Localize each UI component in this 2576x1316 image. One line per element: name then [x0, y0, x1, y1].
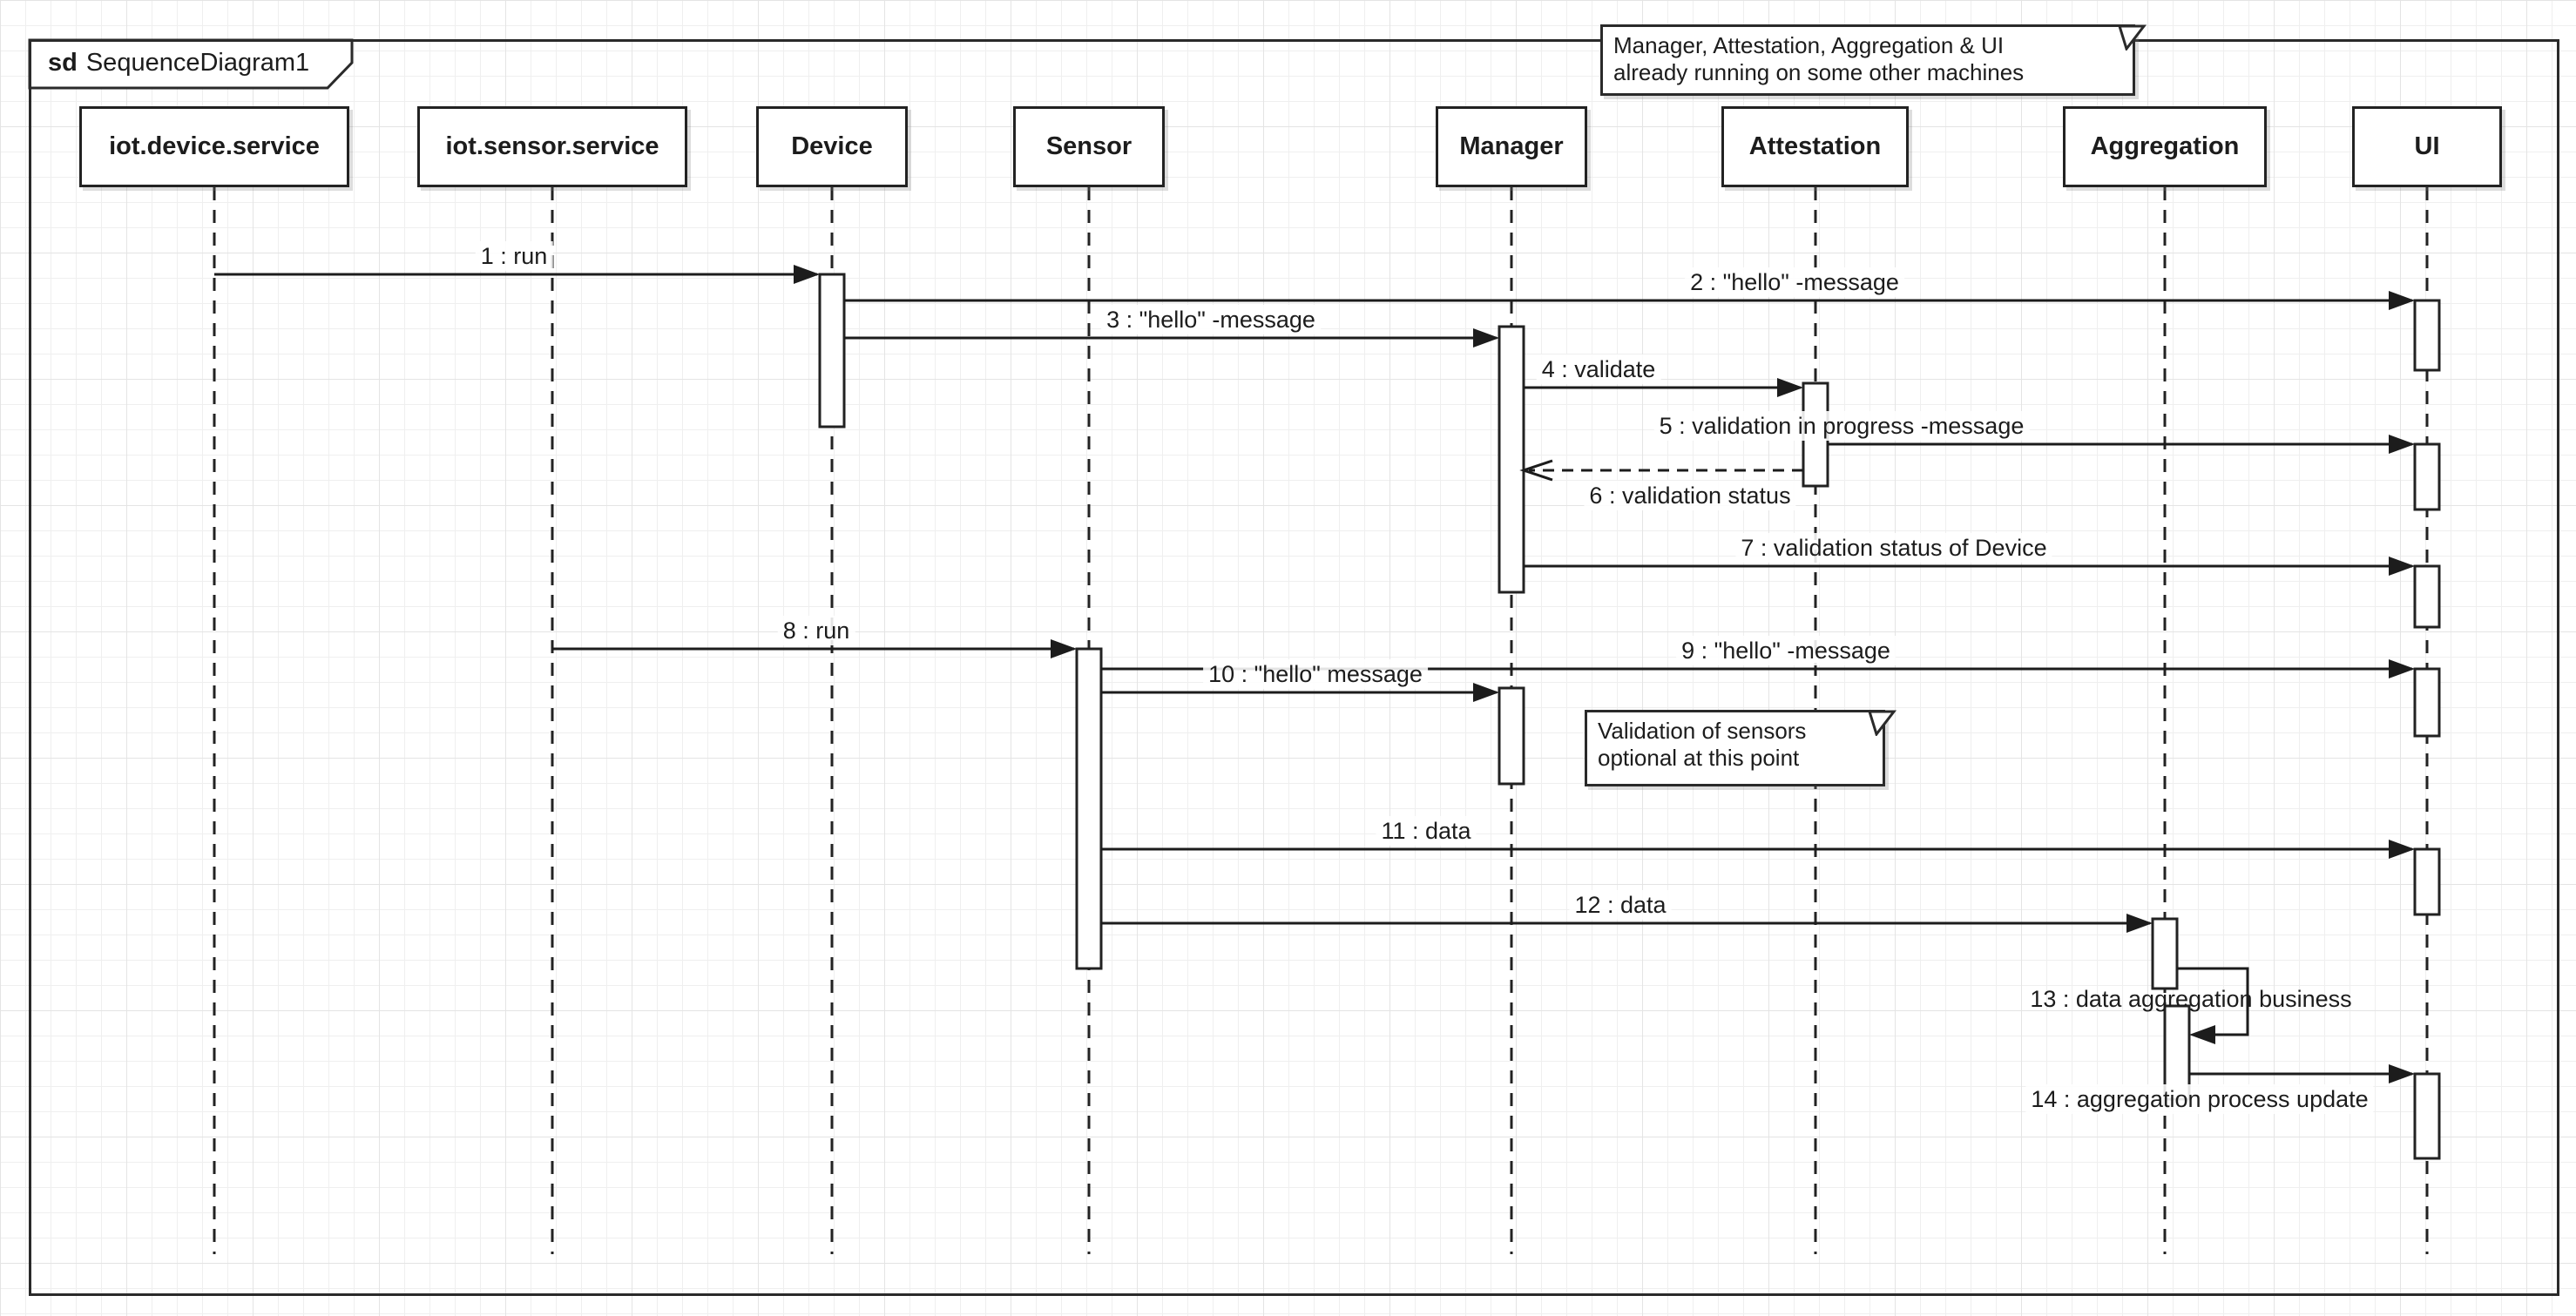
activation-bar-sensor — [1075, 647, 1103, 970]
diagram-frame — [29, 39, 2559, 1296]
message-label-12: 12 : data — [1569, 890, 1672, 920]
message-label-11: 11 : data — [1376, 816, 1477, 846]
message-label-6: 6 : validation status — [1584, 481, 1796, 510]
message-label-10: 10 : "hello" message — [1203, 659, 1428, 689]
arrowhead-icon-10 — [1473, 683, 1499, 702]
participant-manager: Manager — [1436, 106, 1587, 187]
participant-iot-device-service: iot.device.service — [79, 106, 349, 187]
message-label-8: 8 : run — [777, 616, 855, 645]
message-label-2: 2 : "hello" -message — [1685, 267, 1904, 297]
activation-bar-device — [818, 273, 846, 429]
participant-aggregation: Aggregation — [2063, 106, 2267, 187]
participant-sensor: Sensor — [1013, 106, 1165, 187]
participant-ui: UI — [2352, 106, 2502, 187]
activation-bar-aggregation-2 — [2163, 1004, 2191, 1101]
activation-bar-ui-3 — [2413, 564, 2441, 629]
arrowhead-icon-12 — [2126, 914, 2153, 933]
note-line: optional at this point — [1598, 745, 1800, 771]
arrowhead-icon-5 — [2389, 435, 2415, 454]
note-validation-optional: Validation of sensors optional at this p… — [1585, 710, 1897, 786]
activation-bar-ui-5 — [2413, 847, 2441, 916]
arrowhead-icon-7 — [2389, 557, 2415, 576]
participant-iot-sensor-service: iot.sensor.service — [417, 106, 687, 187]
note-fold-icon — [2118, 24, 2147, 51]
message-label-14: 14 : aggregation process update — [2025, 1084, 2374, 1114]
arrowhead-icon-11 — [2389, 840, 2415, 859]
participant-device: Device — [756, 106, 908, 187]
message-label-9: 9 : "hello" -message — [1676, 636, 1896, 665]
activation-bar-ui-6 — [2413, 1072, 2441, 1160]
arrowhead-icon-6-open — [1519, 459, 1553, 482]
arrowhead-icon-13 — [2189, 1025, 2215, 1044]
arrowhead-icon-8 — [1051, 639, 1077, 658]
frame-keyword: sd — [48, 49, 78, 77]
message-label-1: 1 : run — [475, 241, 553, 271]
activation-bar-ui-4 — [2413, 667, 2441, 738]
activation-bar-ui-2 — [2413, 442, 2441, 511]
activation-bar-manager-1 — [1498, 325, 1525, 594]
activation-bar-aggregation-1 — [2151, 917, 2179, 990]
arrowhead-icon-3 — [1473, 328, 1499, 348]
frame-name: SequenceDiagram1 — [85, 49, 310, 77]
participant-attestation: Attestation — [1721, 106, 1909, 187]
message-label-4: 4 : validate — [1536, 354, 1661, 384]
message-label-3: 3 : "hello" -message — [1101, 305, 1321, 334]
note-line: Validation of sensors — [1598, 718, 1807, 744]
activation-bar-manager-2 — [1498, 686, 1525, 786]
note-line: Manager, Attestation, Aggregation & UI — [1613, 32, 2005, 58]
arrowhead-icon-4 — [1777, 378, 1803, 397]
arrowhead-icon-14 — [2389, 1064, 2415, 1083]
message-label-13: 13 : data aggregation business — [2030, 986, 2352, 1012]
arrowhead-icon-2 — [2389, 291, 2415, 310]
activation-bar-ui-1 — [2413, 299, 2441, 372]
message-label-7: 7 : validation status of Device — [1735, 533, 2052, 563]
arrowhead-icon-9 — [2389, 659, 2415, 678]
message-label-5: 5 : validation in progress -message — [1653, 411, 2030, 441]
note-fold-icon — [1868, 710, 1897, 736]
note-running-on-other-machines: Manager, Attestation, Aggregation & UI a… — [1600, 24, 2147, 96]
note-line: already running on some other machines — [1613, 59, 2025, 85]
arrowhead-icon-1 — [794, 265, 820, 284]
message-line-13-self-loop — [2177, 967, 2249, 1036]
